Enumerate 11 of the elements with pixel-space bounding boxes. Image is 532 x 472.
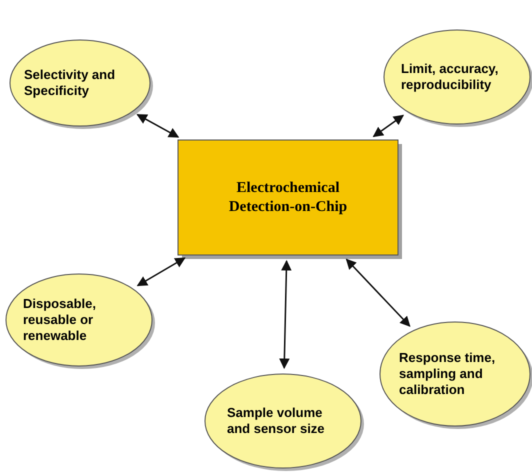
- node-label: Response time, sampling and calibration: [399, 350, 496, 398]
- double-arrow: [136, 114, 180, 138]
- node-label: Electrochemical Detection-on-Chip: [228, 178, 348, 216]
- node-label: Sample volume and sensor size: [227, 405, 326, 437]
- node-label: Disposable, reusable or renewable: [23, 296, 97, 344]
- node-label: Selectivity and Specificity: [24, 67, 116, 99]
- double-arrow: [346, 258, 410, 327]
- double-arrow: [136, 257, 186, 286]
- double-arrow: [279, 260, 292, 370]
- double-arrow: [372, 114, 404, 138]
- node-label: Limit, accuracy, reproducibility: [401, 61, 500, 93]
